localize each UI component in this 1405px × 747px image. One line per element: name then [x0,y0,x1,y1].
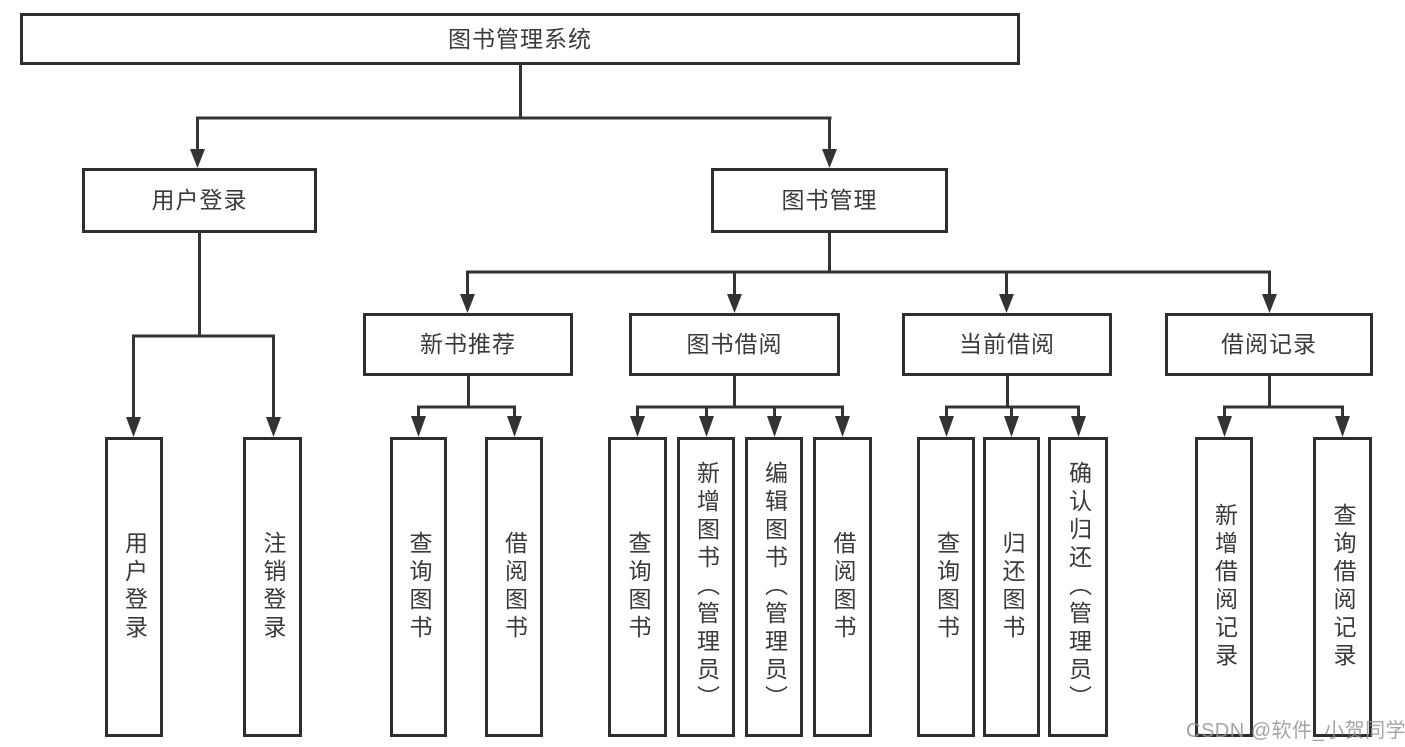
arrow-down-icon [411,416,426,437]
leaf-query-books-current-label: 查询图书 [933,531,960,643]
leaf-query-books-borrow-label: 查询图书 [625,531,651,643]
arrow-down-icon [630,416,645,437]
node-user-login-label: 用户登录 [151,187,248,213]
arrow-down-icon [126,417,141,437]
leaf-borrow-books-label: 借阅图书 [830,531,856,643]
arrow-down-icon [190,149,205,168]
leaf-query-borrow-record: 查询借阅记录 [1313,437,1372,737]
arrow-down-icon [835,416,850,437]
leaf-add-borrow-record: 新增借阅记录 [1195,437,1253,737]
connector-mgmt-split [466,233,1271,297]
arrow-down-icon [507,416,522,437]
arrow-down-icon [1217,416,1232,437]
connector-login-split [132,233,275,418]
arrow-down-icon [1335,416,1350,437]
node-root-label: 图书管理系统 [448,25,592,52]
arrow-down-icon [727,294,742,313]
arrow-down-icon [1071,416,1086,437]
leaf-query-books-borrow: 查询图书 [608,437,667,737]
node-borrow-records: 借阅记录 [1165,313,1373,376]
arrow-down-icon [699,416,714,437]
leaf-user-login-label: 用户登录 [121,531,148,643]
connector-records-split [1223,376,1344,417]
watermark: CSDN @软件_小贺同学 [1186,720,1405,742]
leaf-return-book: 归还图书 [983,437,1040,737]
node-current-borrow-label: 当前借阅 [959,331,1055,357]
leaf-confirm-return-admin: 确认归还（管理员） [1048,437,1108,737]
arrow-down-icon [767,416,782,437]
connector-recommend-split [417,376,516,417]
leaf-logout: 注销登录 [243,437,302,737]
arrow-down-icon [460,294,475,313]
node-root: 图书管理系统 [20,13,1020,65]
node-book-borrow: 图书借阅 [629,313,840,376]
leaf-add-borrow-record-label: 新增借阅记录 [1211,503,1238,671]
node-new-book-recommend-label: 新书推荐 [420,331,516,357]
connector-borrow-split [636,376,844,417]
node-new-book-recommend: 新书推荐 [363,313,573,376]
leaf-borrow-books-recommend: 借阅图书 [485,437,543,737]
leaf-logout-label: 注销登录 [260,531,286,643]
node-borrow-records-label: 借阅记录 [1221,331,1317,357]
leaf-edit-book-admin: 编辑图书（管理员） [745,437,803,737]
arrow-down-icon [1262,294,1277,313]
leaf-borrow-books: 借阅图书 [813,437,872,737]
connector-current-split [945,376,1080,417]
leaf-query-borrow-record-label: 查询借阅记录 [1330,503,1356,671]
leaf-query-books-current: 查询图书 [917,437,975,737]
node-book-borrow-label: 图书借阅 [686,331,783,357]
arrow-down-icon [266,417,281,437]
node-book-management-label: 图书管理 [781,187,878,213]
leaf-add-book-admin: 新增图书（管理员） [677,437,735,737]
arrow-down-icon [999,294,1014,313]
leaf-query-books-recommend-label: 查询图书 [406,531,432,643]
node-current-borrow: 当前借阅 [902,313,1112,376]
leaf-user-login: 用户登录 [105,437,163,737]
leaf-query-books-recommend: 查询图书 [390,437,447,737]
leaf-edit-book-admin-label: 编辑图书（管理员） [761,461,788,713]
arrow-down-icon [822,149,837,168]
node-user-login: 用户登录 [82,168,317,233]
leaf-add-book-admin-label: 新增图书（管理员） [693,461,720,713]
leaf-return-book-label: 归还图书 [999,531,1025,643]
leaf-borrow-books-recommend-label: 借阅图书 [501,531,528,643]
arrow-down-icon [939,416,954,437]
node-book-management: 图书管理 [711,168,948,233]
connector-root-split [196,65,832,152]
arrow-down-icon [1004,416,1019,437]
arrow-down-icons [126,149,1350,437]
leaf-confirm-return-admin-label: 确认归还（管理员） [1065,461,1092,713]
